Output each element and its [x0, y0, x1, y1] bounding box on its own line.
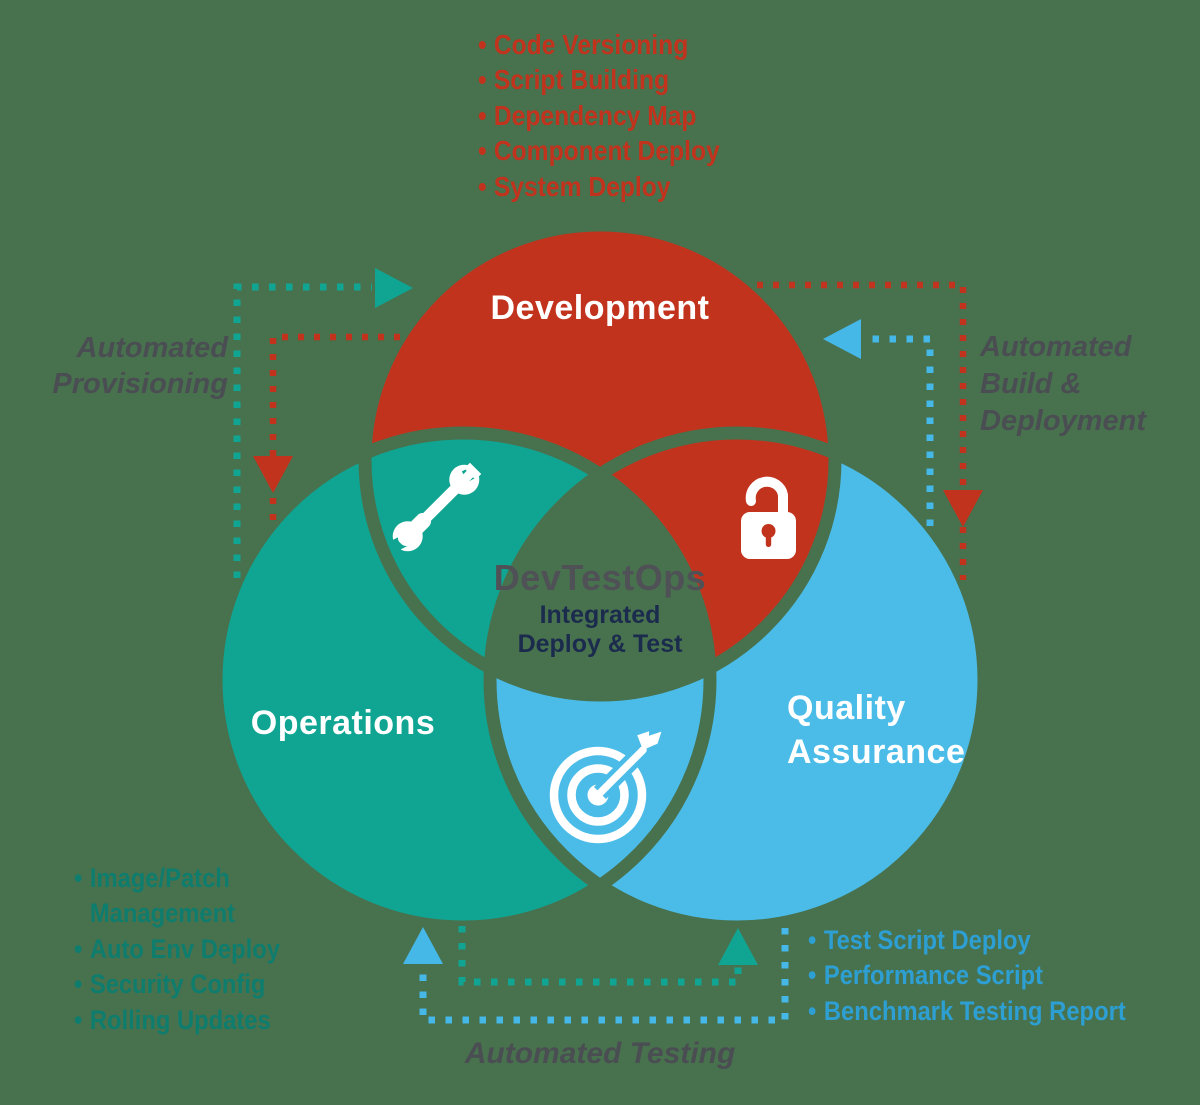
teal-up-arrowhead: [718, 928, 758, 965]
center-subtitle-line2: Deploy & Test: [517, 629, 683, 658]
automated-provisioning-label: Automated Provisioning: [52, 332, 228, 400]
bullet: •: [808, 925, 817, 955]
bullet: •: [478, 99, 487, 131]
testing-teal-connector: [458, 926, 758, 986]
list-item: •System Deploy: [478, 169, 720, 204]
bullet: •: [478, 135, 487, 167]
teal-right-arrowhead: [375, 268, 413, 308]
bullet: •: [74, 1004, 83, 1035]
qa-list: •Test Script Deploy •Performance Script …: [808, 923, 1126, 1029]
list-item: •Dependency Map: [478, 98, 720, 133]
operations-label: Operations: [250, 704, 436, 742]
testing-blue-connector: [403, 927, 789, 1024]
list-item: •Auto Env Deploy: [74, 932, 294, 967]
bullet: •: [808, 960, 817, 991]
tools-icon: [390, 462, 482, 552]
list-item: •Rolling Updates: [74, 1003, 294, 1038]
development-list: •Code Versioning •Script Building •Depen…: [478, 27, 720, 204]
qa-label: Quality Assurance: [787, 689, 966, 771]
bullet: •: [808, 995, 817, 1026]
provisioning-red-connector: [253, 333, 400, 520]
target-icon: [549, 731, 662, 844]
build-deploy-blue-connector: [823, 319, 934, 526]
operations-list: •Image/Patch Management •Auto Env Deploy…: [74, 861, 294, 1038]
list-item: •Test Script Deploy: [808, 923, 1126, 958]
list-item: •Security Config: [74, 967, 294, 1002]
center-subtitle-line1: Integrated: [539, 601, 661, 629]
red-down-arrowhead-right: [943, 490, 983, 527]
blue-up-arrowhead: [403, 927, 443, 964]
list-item: •Benchmark Testing Report: [808, 994, 1126, 1029]
bullet: •: [478, 170, 487, 202]
list-item: •Component Deploy: [478, 133, 720, 168]
bullet: •: [74, 933, 83, 964]
provisioning-teal-connector: [233, 268, 413, 578]
center-subtitle: Integrated Deploy & Test: [440, 601, 760, 658]
development-label: Development: [490, 289, 710, 327]
automated-build-deployment-label: Automated Build & Deployment: [980, 331, 1146, 437]
list-item: •Script Building: [478, 62, 720, 97]
list-item: •Code Versioning: [478, 27, 720, 62]
automated-testing-label: Automated Testing: [464, 1037, 736, 1070]
bullet: •: [74, 863, 83, 893]
build-deploy-red-connector: [757, 281, 983, 580]
red-down-arrowhead-left: [253, 456, 293, 493]
lock-icon: [741, 476, 796, 559]
bullet: •: [74, 969, 83, 1000]
bullet: •: [478, 64, 487, 96]
list-item: •Image/Patch Management: [74, 861, 294, 932]
triple-overlap: [490, 433, 710, 695]
bullet: •: [478, 29, 487, 60]
center-title: DevTestOps: [493, 557, 707, 598]
blue-left-arrowhead: [823, 319, 861, 359]
list-item: •Performance Script: [808, 958, 1126, 993]
